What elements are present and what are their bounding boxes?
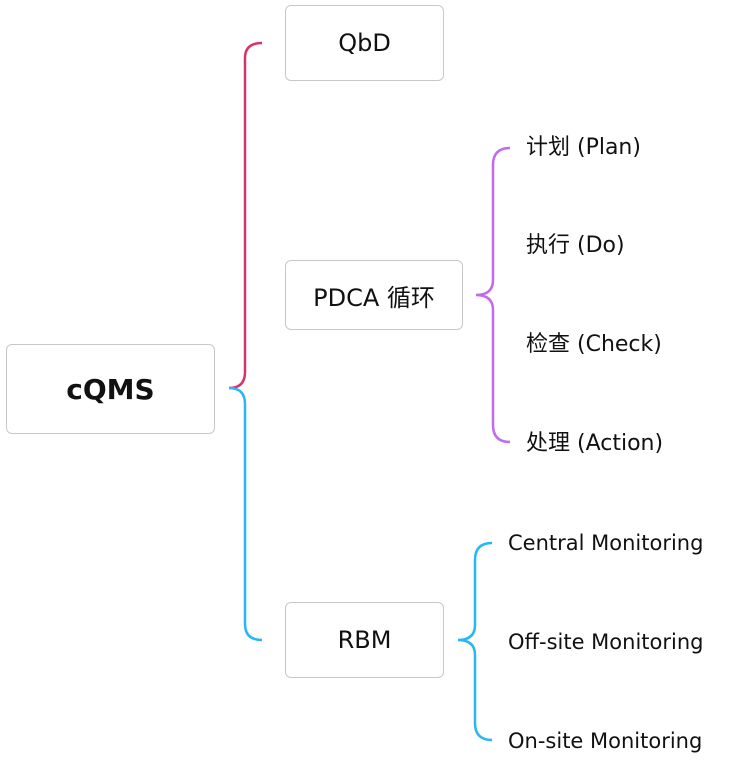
pdca-item-action[interactable]: 处理 (Action) — [526, 431, 664, 456]
pdca-item-do[interactable]: 执行 (Do) — [526, 233, 625, 258]
rbm-item-central-monitoring[interactable]: Central Monitoring — [508, 531, 704, 555]
pdca-bracket — [475, 146, 511, 444]
rbm-node[interactable]: RBM — [285, 602, 444, 678]
pdca-item-check[interactable]: 检查 (Check) — [526, 332, 662, 357]
root-to-rbm-connector — [228, 386, 263, 642]
pdca-node-label: PDCA 循环 — [313, 283, 435, 312]
qbd-node-label: QbD — [338, 29, 391, 57]
pdca-item-plan[interactable]: 计划 (Plan) — [526, 135, 641, 160]
qbd-node[interactable]: QbD — [285, 5, 444, 81]
root-node[interactable]: cQMS — [6, 344, 215, 434]
rbm-item-offsite-monitoring[interactable]: Off-site Monitoring — [508, 630, 704, 654]
rbm-bracket — [457, 541, 493, 742]
rbm-node-label: RBM — [337, 626, 392, 654]
root-node-label: cQMS — [66, 372, 155, 406]
rbm-item-onsite-monitoring[interactable]: On-site Monitoring — [508, 729, 703, 753]
root-to-qbd-connector — [228, 41, 263, 390]
pdca-node[interactable]: PDCA 循环 — [285, 260, 463, 330]
